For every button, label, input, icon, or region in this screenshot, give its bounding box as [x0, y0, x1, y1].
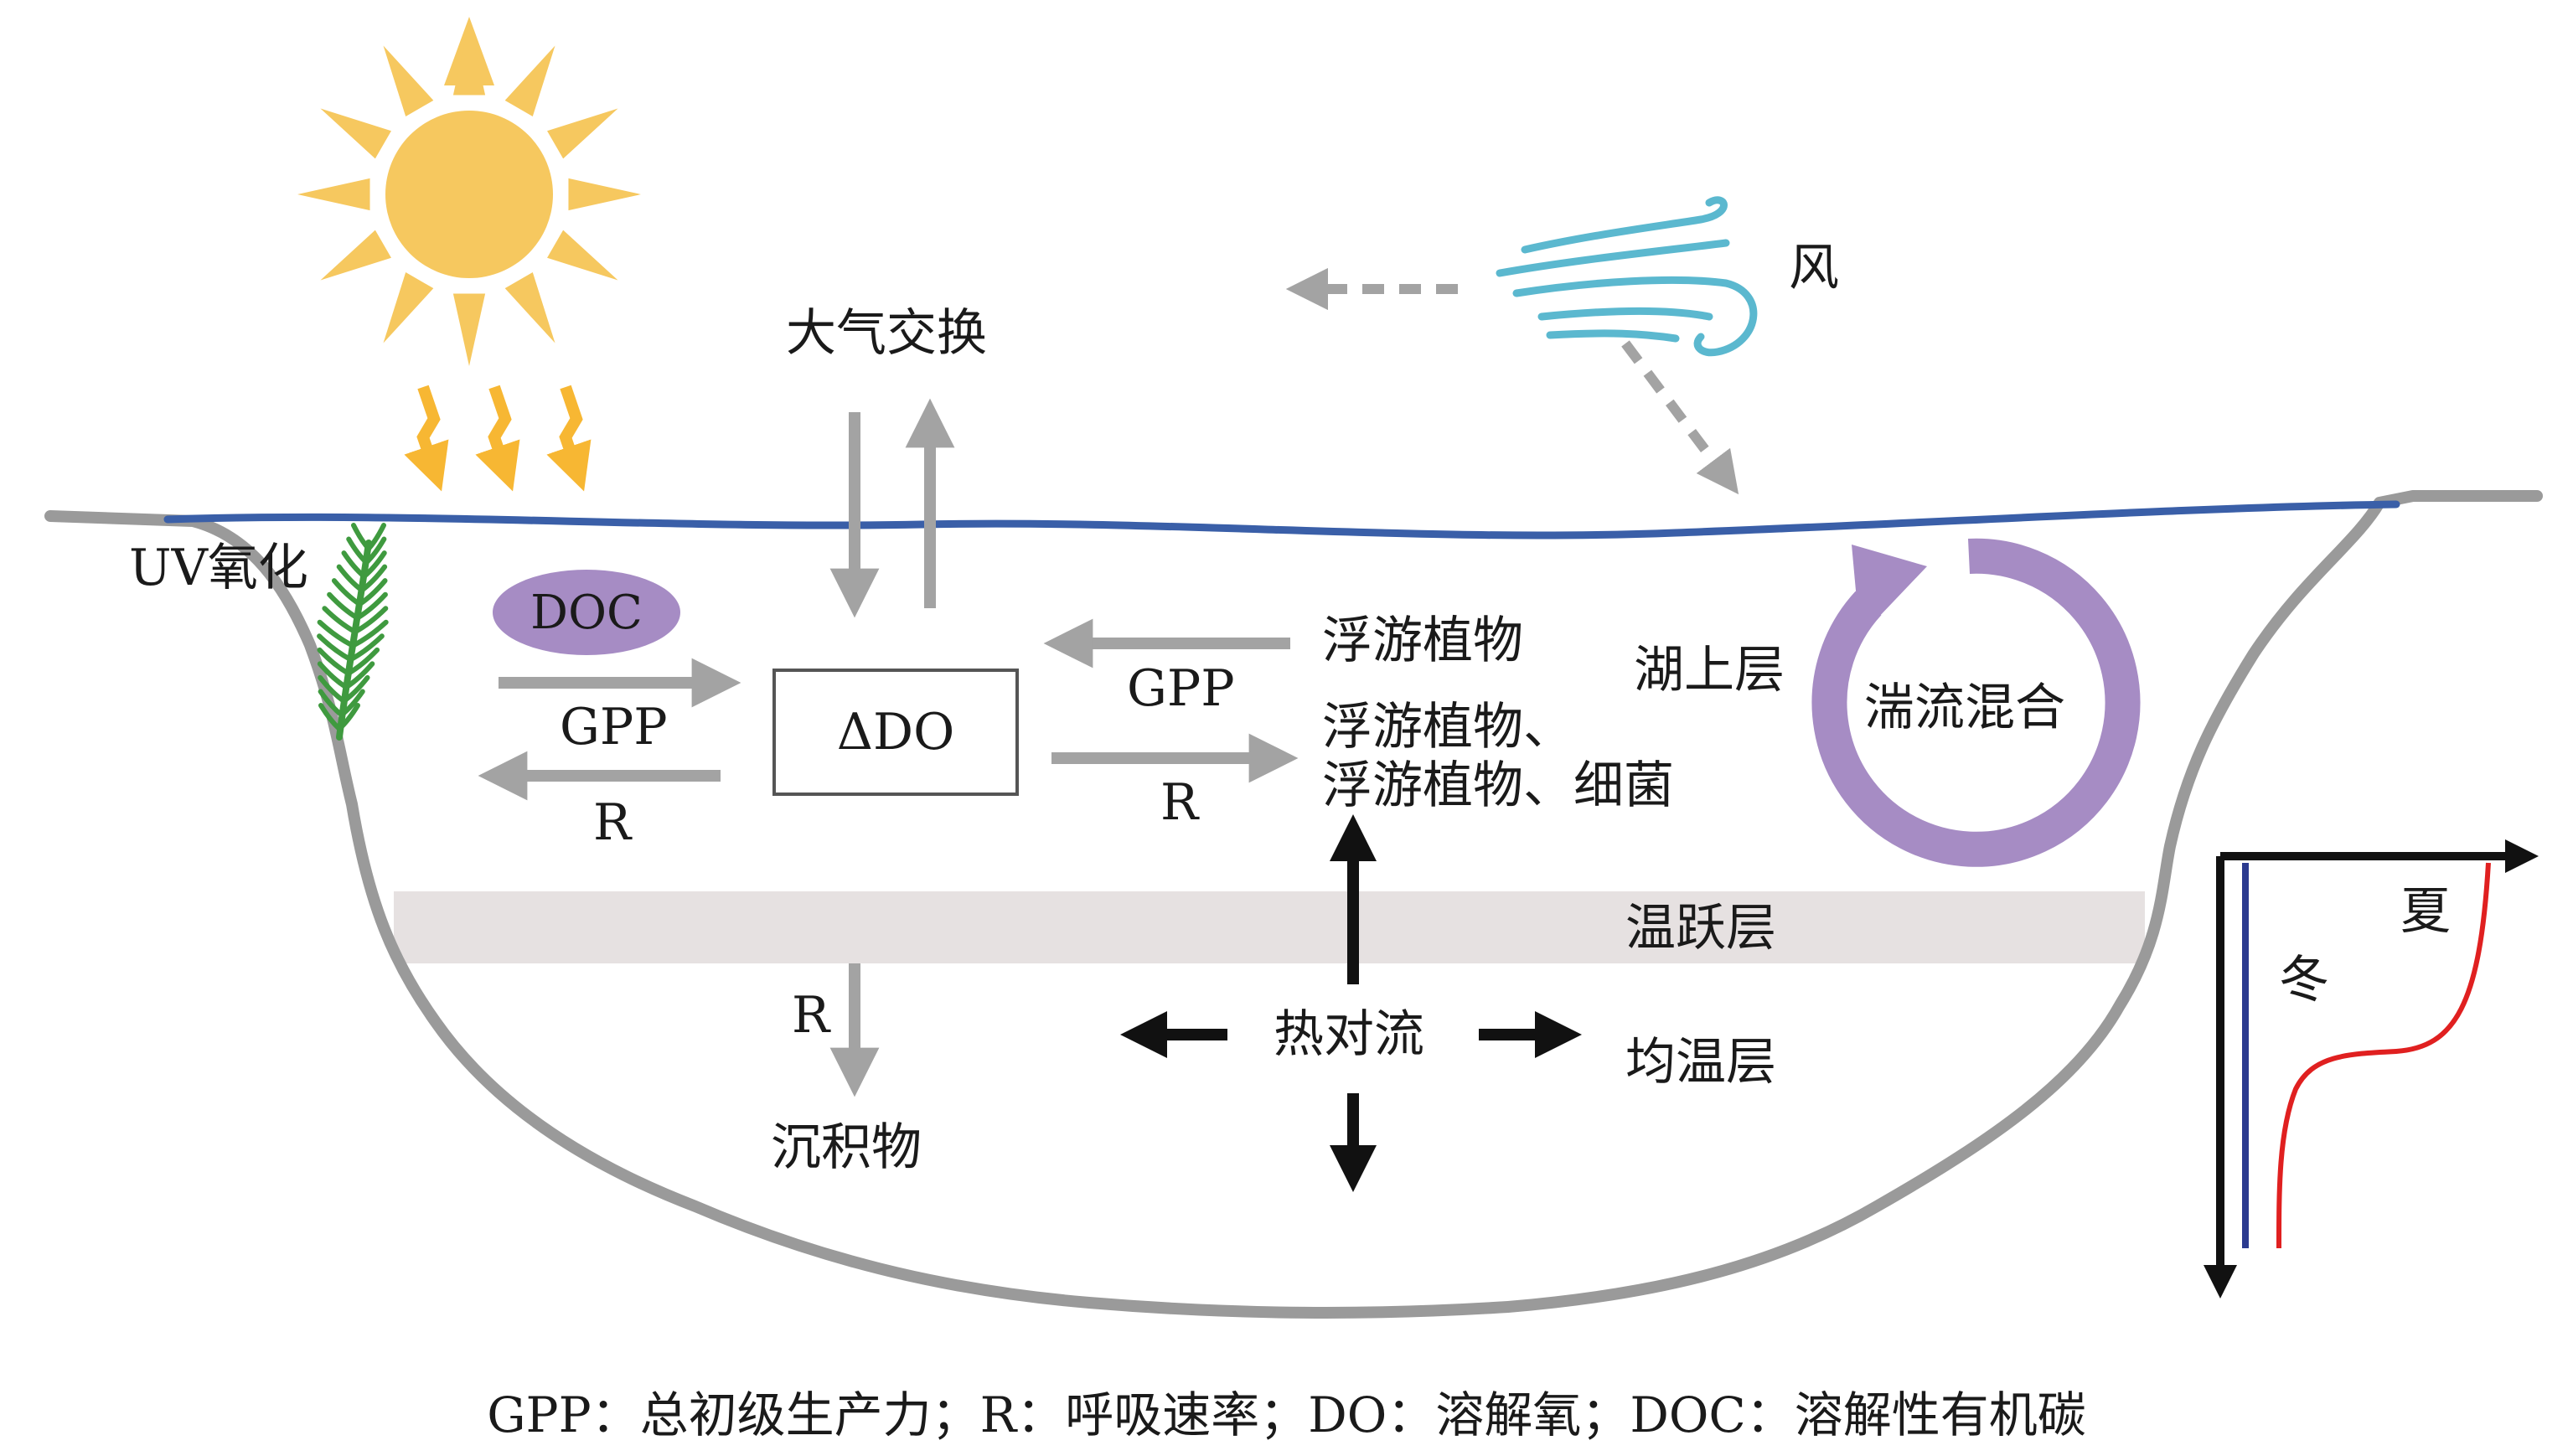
footer-legend: GPP：总初级生产力；R：呼吸速率；DO：溶解氧；DOC：溶解性有机碳: [487, 1386, 2086, 1443]
sun-ray: [547, 230, 618, 281]
phytoplankton-label: 浮游植物: [1322, 612, 1523, 670]
summer-label: 夏: [2400, 882, 2451, 941]
sun-rays: [297, 23, 641, 366]
leaf-vein: [317, 661, 349, 690]
epilimnion-label: 湖上层: [1634, 641, 1785, 700]
leaf-vein: [337, 703, 360, 731]
sun-ray: [504, 45, 555, 116]
r-left-label: R: [593, 793, 632, 852]
r-sediment-label: R: [792, 986, 830, 1045]
uv-oxidation-label: UV氧化: [129, 539, 308, 597]
leaf-vein: [317, 619, 356, 648]
turbulent-mixing-label: 湍流混合: [1864, 679, 2065, 737]
sun-ray: [452, 293, 486, 366]
leaf-vein: [364, 536, 387, 565]
sun-ray: [568, 178, 641, 211]
wind-label: 风: [1789, 239, 1839, 297]
lake-basin-outline: [44, 490, 2543, 1319]
sun-ray: [320, 230, 391, 281]
leaf-vein: [351, 523, 371, 551]
consumers-line2-label: 浮游植物、细菌: [1322, 756, 1674, 815]
leaf-vein: [345, 647, 380, 676]
gpp-left-label: GPP: [560, 698, 668, 756]
delta-do-label: ΔDO: [836, 703, 955, 762]
profile-summer-line: [2276, 862, 2491, 1249]
leaf-vein: [366, 523, 386, 551]
sun-ray: [383, 45, 434, 116]
sun-ray: [320, 108, 391, 159]
water-surface: [163, 500, 2400, 540]
sun-ray: [383, 272, 434, 343]
sediment-label: 沉积物: [771, 1118, 922, 1177]
delta-do-box: ΔDO: [772, 669, 1019, 796]
leaf-vein: [357, 578, 388, 607]
gpp-right-label: GPP: [1127, 659, 1235, 718]
hypolimnion-label: 均温层: [1625, 1033, 1776, 1092]
doc-ellipse: DOC: [493, 570, 680, 655]
thermocline-label: 温跃层: [1625, 899, 1776, 958]
leaf-vein: [341, 674, 370, 704]
radiation-arrows: [404, 385, 592, 492]
sun-ray: [297, 178, 370, 211]
winter-label: 冬: [2279, 951, 2329, 1009]
leaf-vein: [359, 564, 388, 593]
doc-label: DOC: [530, 585, 643, 640]
atmos-exchange-label: 大气交换: [786, 304, 987, 363]
thermocline-band: [394, 891, 2145, 963]
convection-label: 热对流: [1274, 1005, 1424, 1064]
leaf-vein: [352, 606, 389, 635]
leaf-vein: [354, 591, 388, 621]
sun-ray: [547, 108, 618, 159]
leaf-vein: [322, 606, 358, 635]
leaf-vein: [317, 647, 351, 676]
mixing-loop-arrow: [1811, 538, 2141, 867]
sun-ray: [504, 272, 555, 343]
wind-surface-arrow: [1621, 340, 1739, 495]
leaf-vein: [361, 550, 387, 580]
leaf-icon: [317, 523, 389, 741]
leaf-vein: [331, 578, 363, 607]
consumers-line1-label: 浮游植物、: [1322, 698, 1573, 756]
r-right-label: R: [1160, 773, 1199, 832]
wind-icon: [1496, 196, 1758, 357]
leaf-vein: [348, 633, 385, 663]
leaf-vein: [327, 591, 360, 621]
leaf-vein: [338, 689, 365, 718]
sun-ray: [452, 23, 486, 96]
temperature-profile-graph: [2204, 839, 2539, 1299]
leaf-vein: [317, 633, 354, 663]
leaf-vein: [350, 619, 389, 648]
leaf-vein: [344, 661, 375, 690]
